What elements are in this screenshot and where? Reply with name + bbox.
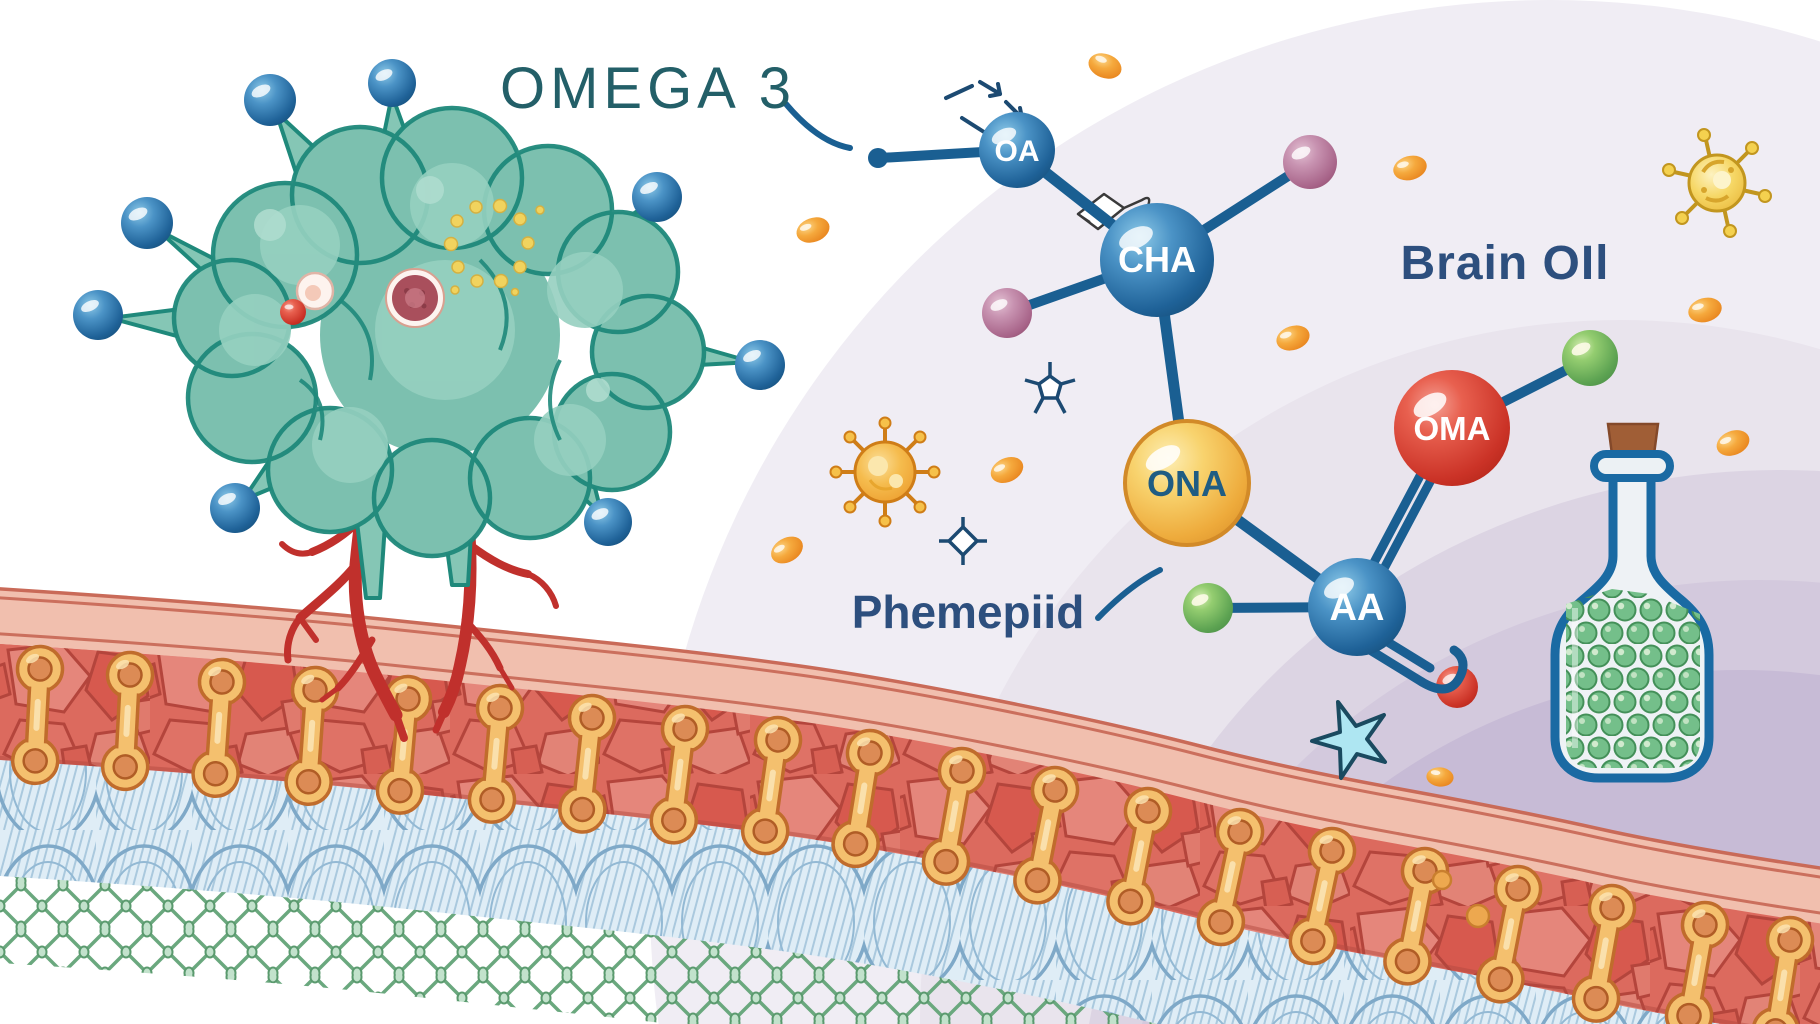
node-cha-label: CHA — [1118, 239, 1196, 280]
membrane-small-ball — [1431, 869, 1453, 891]
brain-oil-label: Brain OIl — [1400, 237, 1609, 290]
satellite-spheres — [982, 135, 1618, 633]
brain — [73, 59, 785, 600]
satellite-pink — [982, 288, 1032, 338]
molecule-terminal-dot — [868, 148, 888, 168]
node-oma-label: OMA — [1414, 410, 1491, 447]
node-oma: OMA — [1394, 370, 1510, 486]
omega3-pointer-line — [783, 101, 853, 151]
supplement-bottle — [1550, 422, 1714, 783]
brain-sulci — [298, 258, 562, 441]
decorations — [766, 48, 1772, 788]
microglia-coin-icon — [385, 268, 445, 328]
phospholipid-label: Phemepiid — [852, 586, 1085, 638]
cell-membrane — [0, 585, 1820, 1024]
synapse-spheres — [73, 59, 785, 546]
satellite-green — [1183, 583, 1233, 633]
vesicle-icon — [295, 271, 335, 311]
node-ona: ONA — [1123, 419, 1251, 547]
sun-virus-icon — [1662, 128, 1772, 238]
red-granule-icon — [280, 299, 306, 325]
node-oa: OA — [979, 112, 1055, 188]
virus-icon — [829, 416, 941, 528]
star-outline-icon — [1024, 362, 1076, 414]
satellite-green — [1562, 330, 1618, 386]
yellow-dot-ring-icon — [443, 198, 545, 297]
bottle-lip — [1590, 450, 1674, 482]
satellite-pink — [1283, 135, 1337, 189]
node-oa-label: OA — [995, 135, 1040, 168]
node-ona-label: ONA — [1147, 463, 1227, 504]
phospholipid-pointer-line — [1095, 567, 1163, 621]
node-cha: CHA — [1100, 203, 1214, 317]
bottle-pills — [1566, 589, 1700, 768]
cyan-star-icon — [1310, 700, 1387, 780]
omega3-title: OMEGA 3 — [500, 56, 796, 121]
molecule-network: OA CHA ONA AA OMA — [783, 101, 1618, 694]
diamond-outline-icon — [939, 517, 987, 565]
membrane-small-ball-2 — [1465, 903, 1491, 929]
node-aa: AA — [1308, 558, 1406, 656]
node-aa-label: AA — [1330, 587, 1385, 629]
brain-bright-spots — [254, 176, 610, 402]
